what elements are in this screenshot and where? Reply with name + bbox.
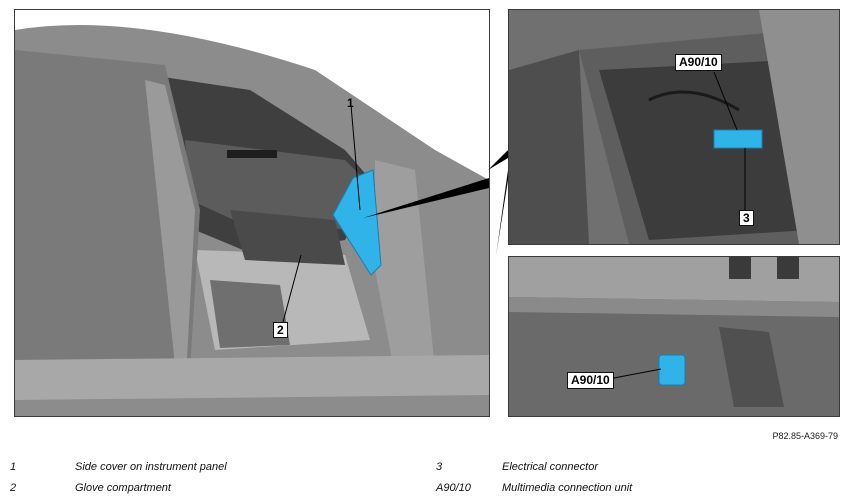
label-a90-10-bottom: A90/10 <box>567 372 614 389</box>
legend-text-2: Glove compartment <box>75 482 171 494</box>
legend-key-a90: A90/10 <box>436 482 471 494</box>
figure-code: P82.85-A369-79 <box>772 431 838 441</box>
legend-text-1: Side cover on instrument panel <box>75 461 227 473</box>
label-a90-10-top: A90/10 <box>675 54 722 71</box>
detail-bottom-view: A90/10 <box>508 256 840 417</box>
main-vehicle-view: 1 2 <box>14 9 490 417</box>
legend-key-2: 2 <box>10 482 17 494</box>
label-1: 1 <box>347 96 354 110</box>
legend-text-3: Electrical connector <box>502 461 598 473</box>
legend-key-1: 1 <box>10 461 17 473</box>
legend-key-3: 3 <box>436 461 443 473</box>
label-2: 2 <box>273 322 288 338</box>
detail-connector-illustration <box>509 10 839 244</box>
multimedia-unit-highlight <box>713 129 763 149</box>
detail-top-view: A90/10 3 <box>508 9 840 245</box>
vehicle-interior-illustration <box>15 25 489 416</box>
legend-text-a90: Multimedia connection unit <box>502 482 633 494</box>
detail-pointer <box>488 150 508 256</box>
side-cover-highlight <box>332 169 382 276</box>
multimedia-unit-highlight-bottom <box>658 354 686 386</box>
detail-glovebox-illustration <box>509 257 839 416</box>
label-3: 3 <box>739 210 754 226</box>
